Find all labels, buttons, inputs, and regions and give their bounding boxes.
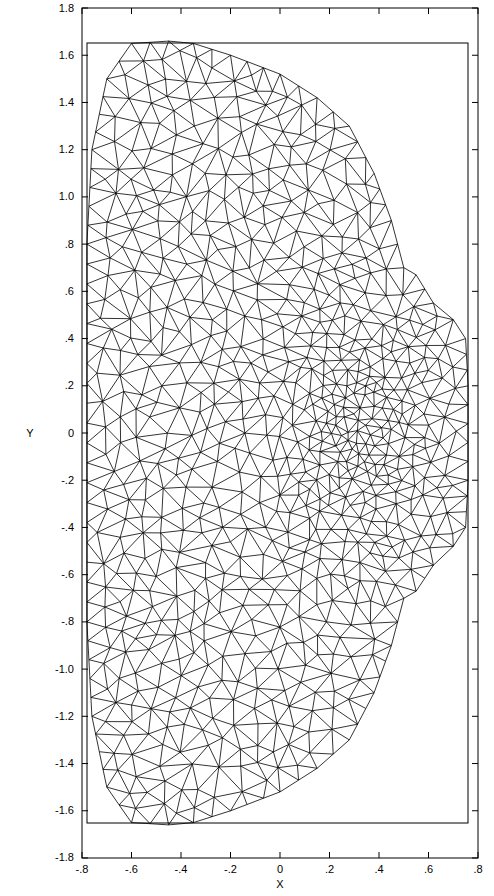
x-tick-label: .2	[325, 864, 334, 875]
y-tick-label: 1.6	[59, 50, 74, 61]
axis-ticks	[82, 8, 478, 858]
y-tick-label: -1.4	[55, 758, 74, 769]
y-tick-label: .2	[65, 380, 74, 391]
y-tick-label: 1.4	[59, 97, 74, 108]
y-tick-label: .8	[65, 239, 74, 250]
y-tick-label: 1.0	[59, 191, 74, 202]
y-tick-label: -.6	[61, 569, 74, 580]
y-tick-label: -.8	[61, 616, 74, 627]
x-tick-label: -.6	[125, 864, 138, 875]
x-tick-label: .4	[374, 864, 383, 875]
plot-frame	[82, 8, 478, 858]
y-tick-label: -.2	[61, 475, 74, 486]
y-tick-label: 1.2	[59, 144, 74, 155]
y-tick-label: -1.2	[55, 711, 74, 722]
y-tick-label: -1.0	[55, 664, 74, 675]
x-tick-label: -.2	[224, 864, 237, 875]
x-tick-label: -.4	[175, 864, 188, 875]
y-tick-label: 1.8	[59, 3, 74, 14]
axis-title: Y	[26, 428, 33, 439]
domain-box	[87, 43, 468, 823]
y-tick-label: -.4	[61, 522, 74, 533]
y-tick-label: -1.8	[55, 852, 74, 863]
y-tick-label: .6	[65, 286, 74, 297]
x-tick-label: .6	[424, 864, 433, 875]
y-tick-label: -1.6	[55, 805, 74, 816]
x-tick-label: -.8	[76, 864, 89, 875]
triangle-mesh	[87, 41, 468, 825]
x-tick-label: .8	[473, 864, 482, 875]
tick-marks	[82, 8, 478, 858]
axis-title: X	[276, 879, 283, 890]
x-tick-label: 0	[277, 864, 283, 875]
y-tick-label: .4	[65, 333, 74, 344]
y-tick-label: 0	[68, 428, 74, 439]
